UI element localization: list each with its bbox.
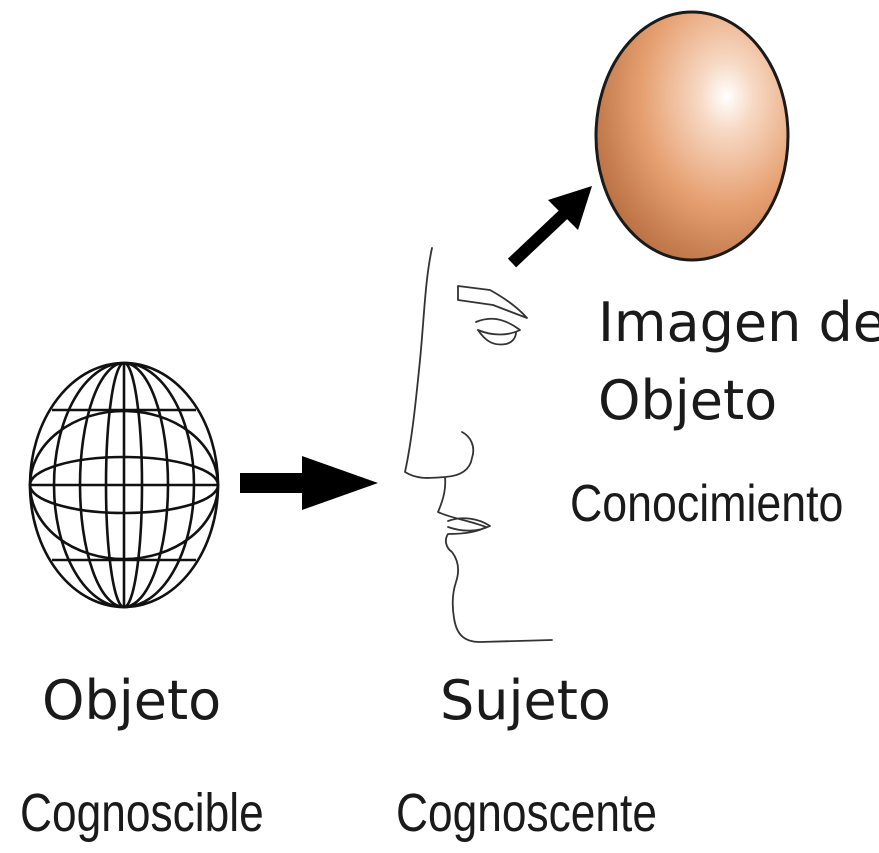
arrow-icon — [507, 186, 592, 268]
wireframe-globe-icon — [28, 361, 220, 609]
subject-label: Sujeto — [440, 669, 611, 732]
sphere-icon — [594, 10, 790, 262]
object-sublabel: Cognoscible — [20, 783, 264, 843]
image-of-object-label-line2: Objeto — [598, 369, 778, 432]
subject-sublabel: Cognoscente — [396, 783, 657, 843]
knowledge-label: Conocimiento — [570, 475, 844, 533]
face-profile-icon — [404, 247, 553, 643]
image-of-object-label-line1: Imagen del — [598, 291, 879, 354]
arrow-icon — [240, 456, 378, 510]
object-label: Objeto — [42, 669, 222, 732]
